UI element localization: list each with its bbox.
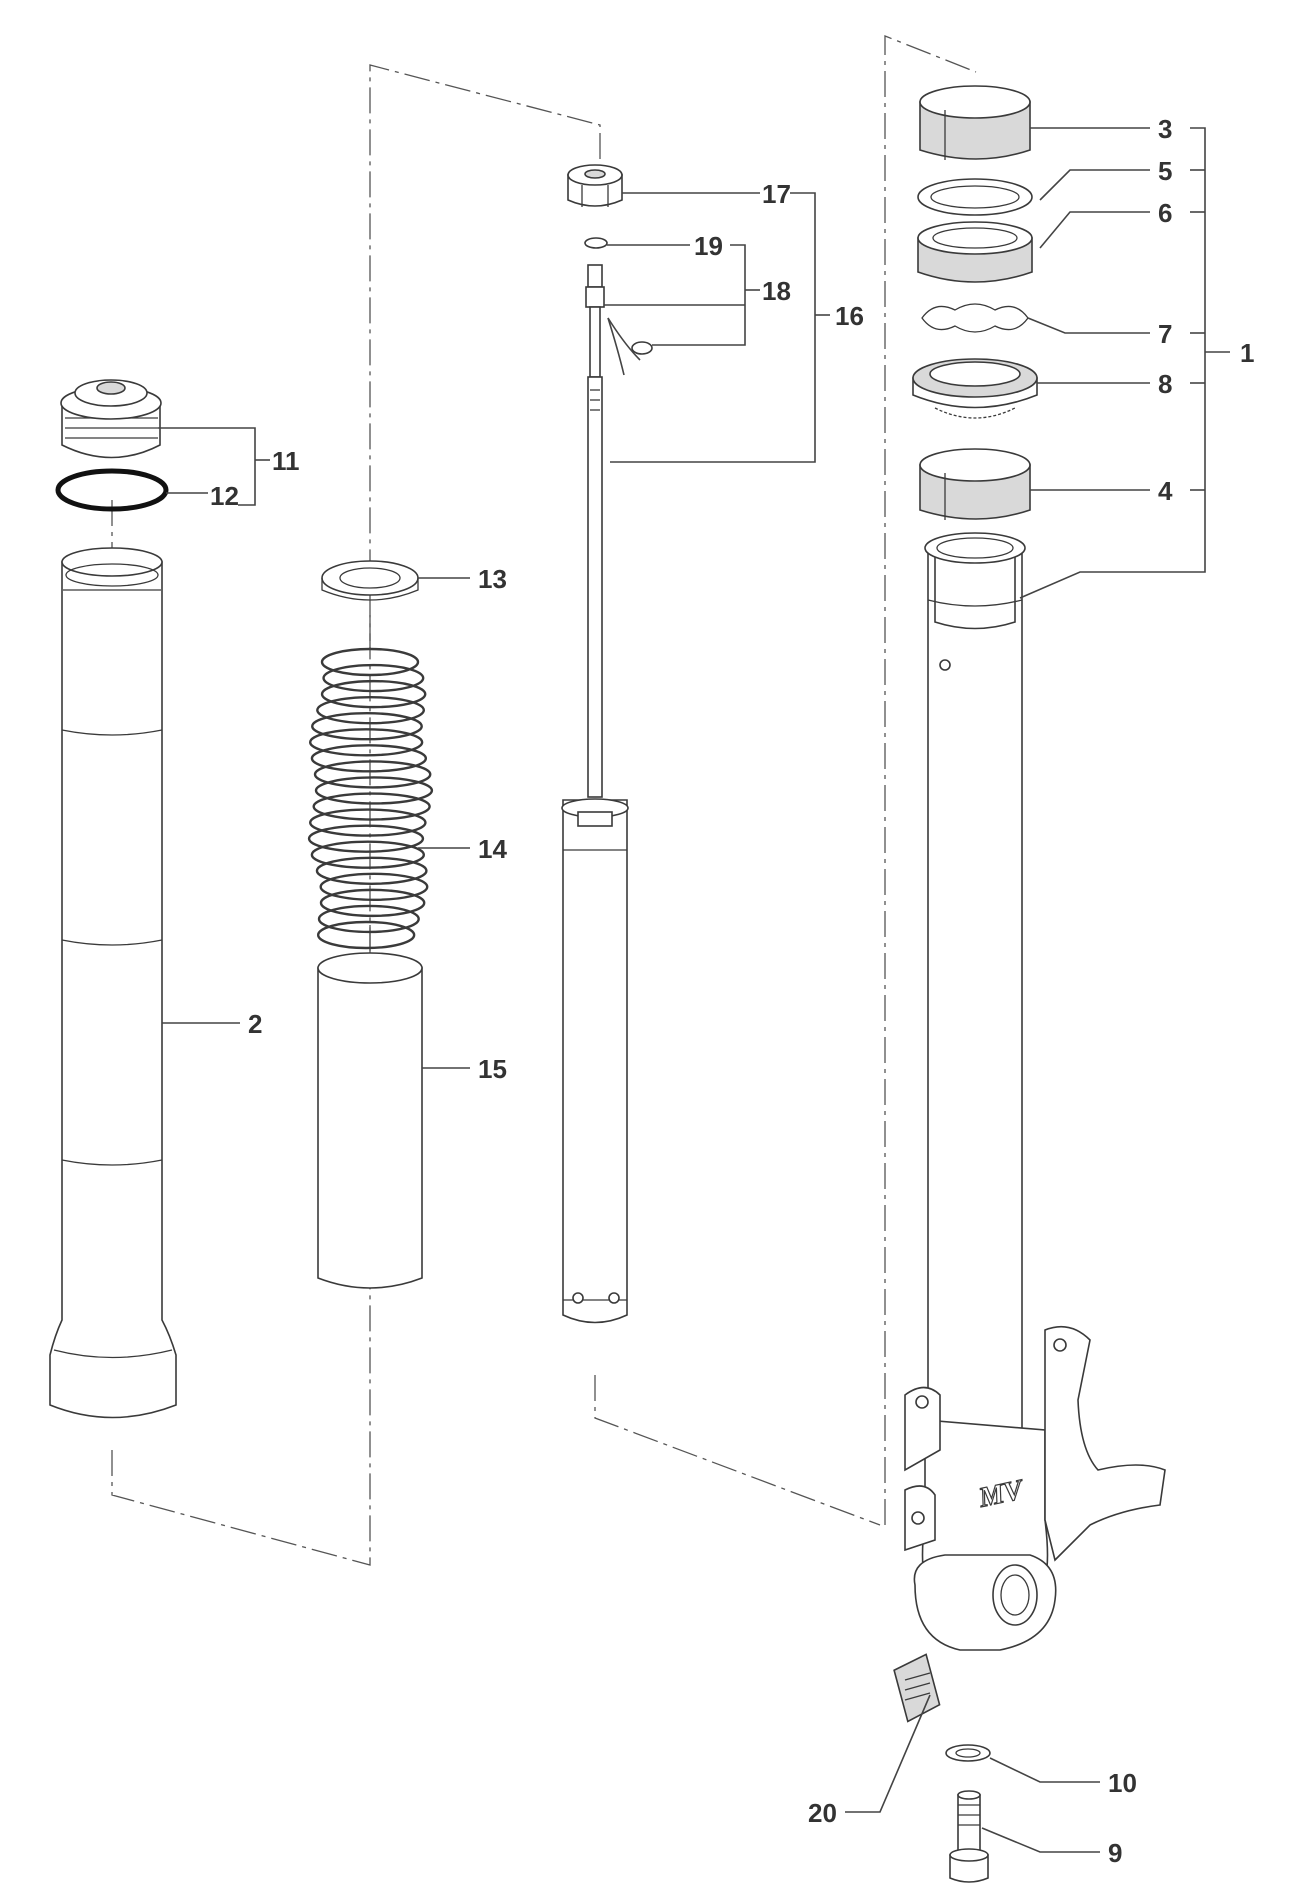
label-part-2: 2 xyxy=(248,1009,262,1039)
fork-spring xyxy=(307,647,434,950)
label-part-20: 20 xyxy=(808,1798,837,1828)
assembly-path-lines xyxy=(111,35,977,1566)
locknut xyxy=(567,164,623,207)
label-part-15: 15 xyxy=(478,1054,507,1084)
oil-seal xyxy=(912,358,1038,419)
damper-cartridge xyxy=(561,264,629,1324)
spring-coil xyxy=(315,856,428,885)
label-part-6: 6 xyxy=(1158,198,1172,228)
spring-coil xyxy=(308,728,424,757)
fork-cap-nut xyxy=(60,379,162,459)
spring-coil xyxy=(319,872,429,902)
spring-coil xyxy=(320,679,427,709)
label-part-8: 8 xyxy=(1158,369,1172,399)
dust-washer xyxy=(917,178,1033,216)
wave-spring-clip xyxy=(921,303,1029,333)
bottom-bushing xyxy=(919,448,1031,520)
cap-o-ring xyxy=(55,468,169,512)
label-part-11: 11 xyxy=(272,446,300,476)
part-labels: 1 2 3 4 5 6 7 8 9 10 11 12 13 14 15 16 1… xyxy=(210,114,1254,1868)
spring-coil xyxy=(313,760,432,789)
spring-coil xyxy=(310,840,426,869)
spring-coil xyxy=(322,663,425,693)
label-part-1: 1 xyxy=(1240,338,1254,368)
label-part-4: 4 xyxy=(1158,476,1173,506)
label-part-14: 14 xyxy=(478,834,507,864)
small-circlip xyxy=(584,237,653,355)
leader-lines xyxy=(158,127,1230,1853)
spring-coil xyxy=(316,920,416,950)
spring-coil xyxy=(310,744,428,773)
label-part-19: 19 xyxy=(694,231,723,261)
spring-coil xyxy=(312,792,431,821)
inner-stanchion-tube xyxy=(924,532,1026,1431)
outer-fork-tube xyxy=(49,547,177,1419)
label-part-3: 3 xyxy=(1158,114,1172,144)
spring-coil xyxy=(319,888,426,918)
label-part-12: 12 xyxy=(210,481,239,511)
fork-foot-with-caliper-mounts: MV xyxy=(904,1325,1166,1651)
guide-ring xyxy=(917,221,1033,283)
label-part-16: 16 xyxy=(835,301,864,331)
label-part-7: 7 xyxy=(1158,319,1172,349)
spring-coil xyxy=(320,647,420,677)
preload-spacer-tube xyxy=(317,952,423,1289)
sticker-label xyxy=(893,1653,941,1723)
spring-coil xyxy=(311,712,423,741)
spring-coil xyxy=(316,695,426,725)
label-part-10: 10 xyxy=(1108,1768,1137,1798)
top-bushing xyxy=(919,85,1031,160)
label-part-18: 18 xyxy=(762,276,791,306)
spring-washer xyxy=(321,560,419,601)
spring-coil xyxy=(307,824,425,853)
label-part-17: 17 xyxy=(762,179,791,209)
spring-coil xyxy=(317,904,420,934)
axle-clamp-bolt xyxy=(949,1790,989,1883)
label-part-5: 5 xyxy=(1158,156,1172,186)
spring-coil xyxy=(309,808,427,837)
label-part-13: 13 xyxy=(478,564,507,594)
spring-coil xyxy=(314,776,434,805)
axle-washer xyxy=(945,1744,991,1762)
label-part-9: 9 xyxy=(1108,1838,1122,1868)
